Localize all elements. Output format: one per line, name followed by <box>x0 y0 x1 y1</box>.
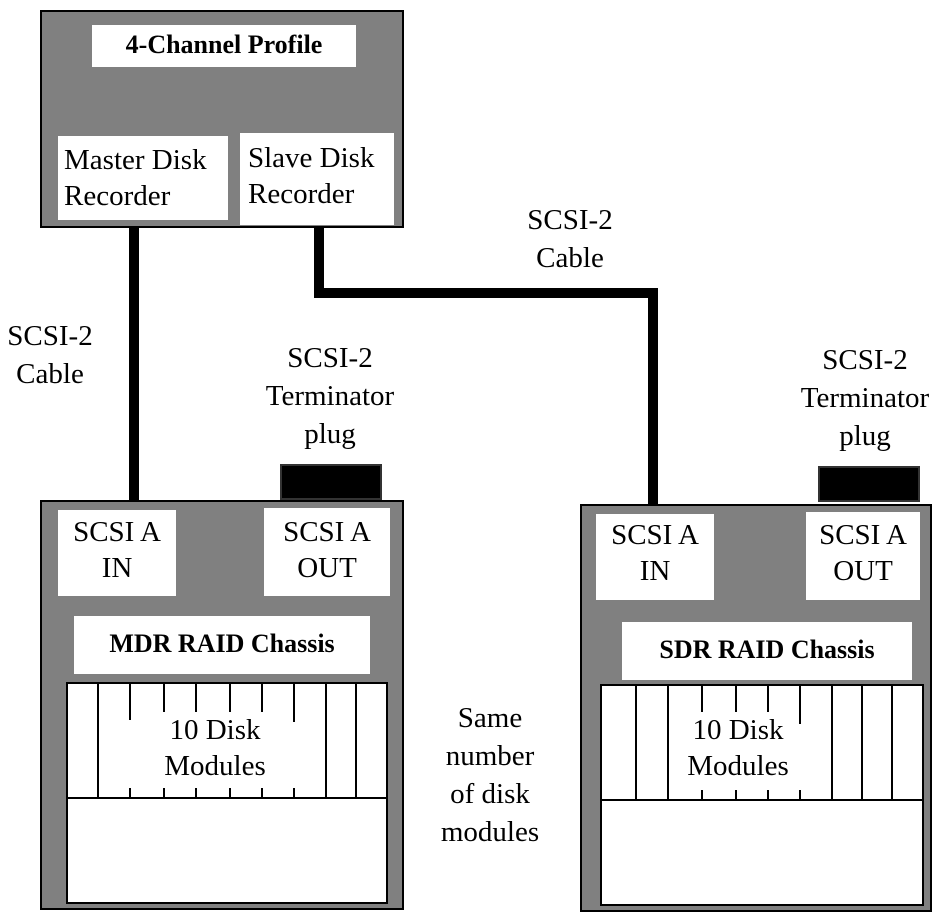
sdr-terminator-plug <box>818 466 920 502</box>
sdr-title: SDR RAID Chassis <box>659 635 875 664</box>
left-cable-label-2: Cable <box>16 358 84 390</box>
sdr-scsi-in-label-1: SCSI A <box>611 519 699 551</box>
left-terminator-label-3: plug <box>304 418 356 450</box>
sdr-scsi-in-box <box>596 514 714 600</box>
profile-title-box <box>92 25 356 67</box>
sdr-modules-label-2: Modules <box>680 748 796 784</box>
slave-recorder-box <box>240 133 394 225</box>
mdr-modules-label-1: 10 Disk <box>140 712 290 748</box>
same-modules-note-3: of disk <box>450 778 530 810</box>
right-cable-label-2: Cable <box>536 242 604 274</box>
mdr-scsi-out-box <box>264 508 390 596</box>
mdr-scsi-out-label-1: SCSI A <box>283 516 371 548</box>
mdr-title-box <box>74 616 370 674</box>
right-terminator-label-2: Terminator <box>800 382 930 414</box>
sdr-title-box <box>622 622 912 680</box>
mdr-scsi-in-label-2: IN <box>101 552 133 584</box>
mdr-modules-label-2: Modules <box>140 748 290 784</box>
left-terminator-label-2: Terminator <box>265 380 395 412</box>
sdr-scsi-out-label-1: SCSI A <box>819 519 907 551</box>
profile-title: 4-Channel Profile <box>125 30 323 59</box>
right-terminator-label-1: SCSI-2 <box>822 344 908 376</box>
master-recorder-box <box>58 136 228 220</box>
slave-recorder-label-2: Recorder <box>248 178 355 210</box>
same-modules-note-1: Same <box>457 702 523 734</box>
sdr-modules-label-1: 10 Disk <box>680 712 796 748</box>
mdr-scsi-out-label-2: OUT <box>297 552 357 584</box>
sdr-scsi-in-label-2: IN <box>639 555 671 587</box>
master-recorder-label-2: Recorder <box>64 180 171 212</box>
left-cable-label-1: SCSI-2 <box>7 320 93 352</box>
right-terminator-label-3: plug <box>839 420 891 452</box>
right-cable-label-1: SCSI-2 <box>527 204 613 236</box>
slave-cable-horizontal <box>314 288 656 298</box>
left-terminator-label-1: SCSI-2 <box>287 342 373 374</box>
mdr-scsi-in-box <box>58 510 176 596</box>
slave-recorder-label-1: Slave Disk <box>248 142 375 174</box>
same-modules-note-4: modules <box>440 816 540 848</box>
slave-cable-vertical-bottom <box>648 288 658 518</box>
mdr-terminator-plug <box>280 464 382 500</box>
master-cable <box>129 228 139 508</box>
mdr-scsi-in-label-1: SCSI A <box>73 516 161 548</box>
master-recorder-label-1: Master Disk <box>64 144 207 176</box>
sdr-scsi-out-label-2: OUT <box>833 555 893 587</box>
same-modules-note-2: number <box>445 740 535 772</box>
mdr-title: MDR RAID Chassis <box>109 629 335 658</box>
sdr-scsi-out-box <box>806 512 920 600</box>
slave-cable-vertical-top <box>314 228 324 298</box>
